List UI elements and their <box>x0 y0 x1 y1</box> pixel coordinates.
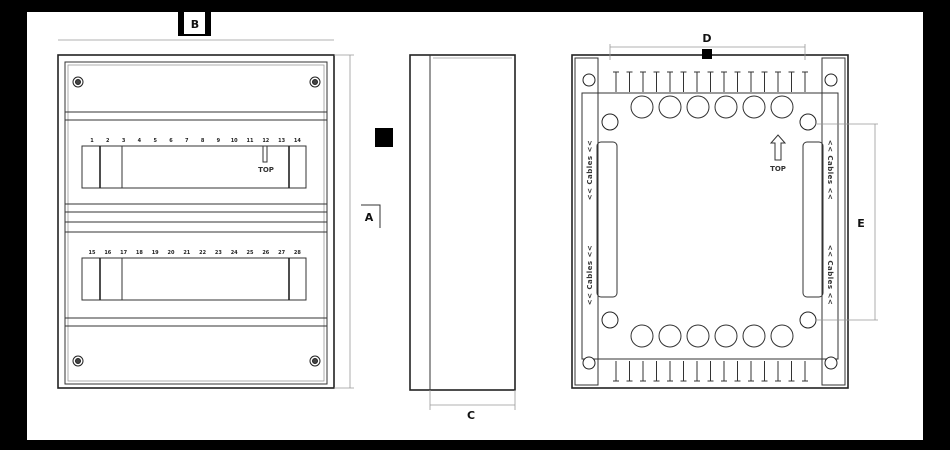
comb-tooth-top <box>802 71 808 92</box>
comb-tooth-top <box>653 71 660 92</box>
comb-tooth-top <box>748 71 754 92</box>
comb-tooth-top <box>721 71 727 92</box>
front-top-label: TOP <box>258 166 274 174</box>
comb-tooth-top <box>667 71 673 92</box>
knockout-bottom <box>714 324 738 348</box>
bottom-row-numbers: 15 16 17 18 19 20 21 22 23 24 25 26 27 28 <box>89 250 302 256</box>
knockout-bottom <box>770 324 794 348</box>
module-number: 27 <box>278 250 285 256</box>
comb-tooth-bottom <box>667 361 673 382</box>
top-arrow-icon <box>262 145 268 163</box>
comb-tooth-bottom <box>788 361 795 382</box>
module-number: 20 <box>168 250 175 256</box>
module-number: 4 <box>138 138 142 144</box>
knockout-bottom <box>686 324 710 348</box>
module-number: 9 <box>217 138 221 144</box>
comb-tooth-top <box>761 71 768 92</box>
comb-tooth-top <box>680 71 687 92</box>
knockout-top <box>630 95 654 119</box>
comb-tooth-bottom <box>707 361 714 382</box>
dimension-c-label: C <box>467 409 475 422</box>
comb-tooth-top <box>613 71 619 92</box>
module-number: 24 <box>231 250 238 256</box>
knockout-bottom <box>630 324 654 348</box>
knockout-bottom <box>658 324 682 348</box>
dimension-b-label: B <box>191 18 199 31</box>
knockout-top <box>742 95 766 119</box>
module-number: 22 <box>199 250 206 256</box>
comb-tooth-bottom <box>802 361 808 382</box>
module-number: 23 <box>215 250 222 256</box>
comb-tooth-top <box>640 71 646 92</box>
comb-tooth-bottom <box>640 361 646 382</box>
knockout-top <box>770 95 794 119</box>
module-number: 25 <box>247 250 254 256</box>
module-number: 11 <box>247 138 254 144</box>
cable-comb <box>613 71 808 382</box>
comb-tooth-bottom <box>680 361 687 382</box>
module-number: 6 <box>169 138 173 144</box>
dimension-e-label: E <box>857 217 865 230</box>
module-number: 15 <box>89 250 96 256</box>
knockout-top <box>714 95 738 119</box>
module-number: 21 <box>183 250 190 256</box>
comb-tooth-top <box>734 71 741 92</box>
comb-tooth-top <box>707 71 714 92</box>
knockout-bottom <box>742 324 766 348</box>
comb-tooth-bottom <box>775 361 781 382</box>
corner-screw-icons <box>582 73 838 370</box>
cables-label-right-bottom: << Cables << <box>826 245 834 306</box>
cables-label-left-top: << Cables << <box>586 140 594 201</box>
module-number: 3 <box>122 138 126 144</box>
comb-tooth-bottom <box>748 361 754 382</box>
dimension-d-label: D <box>702 32 711 45</box>
dimension-a-label: A <box>365 211 374 224</box>
comb-tooth-bottom <box>721 361 727 382</box>
comb-tooth-bottom <box>734 361 741 382</box>
module-window-bottom <box>81 257 307 301</box>
paper <box>27 12 923 440</box>
comb-tooth-top <box>694 71 700 92</box>
module-number: 28 <box>294 250 301 256</box>
module-number: 12 <box>262 138 269 144</box>
module-number: 1 <box>90 138 94 144</box>
comb-tooth-top <box>775 71 781 92</box>
module-number: 5 <box>153 138 157 144</box>
comb-tooth-bottom <box>653 361 660 382</box>
comb-tooth-top <box>788 71 795 92</box>
module-number: 8 <box>201 138 205 144</box>
module-number: 26 <box>262 250 269 256</box>
black-marker <box>375 128 393 147</box>
module-window-top <box>81 145 307 189</box>
screw-icons <box>72 76 321 367</box>
module-number: 10 <box>231 138 238 144</box>
module-number: 13 <box>278 138 285 144</box>
module-number: 17 <box>120 250 127 256</box>
module-number: 2 <box>106 138 110 144</box>
module-number: 19 <box>152 250 159 256</box>
back-top-label: TOP <box>770 165 786 173</box>
module-number: 16 <box>104 250 111 256</box>
cables-label-left-bottom: << Cables << <box>586 245 594 306</box>
module-number: 18 <box>136 250 143 256</box>
knockout-circles <box>630 95 794 348</box>
comb-tooth-bottom <box>613 361 619 382</box>
comb-tooth-bottom <box>626 361 633 382</box>
side-view: C <box>409 54 516 422</box>
top-arrow-icon <box>769 134 787 161</box>
knockout-top <box>686 95 710 119</box>
cables-label-right-top: << Cables << <box>826 140 834 201</box>
knockout-top <box>658 95 682 119</box>
cable-slots <box>596 141 824 298</box>
comb-tooth-bottom <box>761 361 768 382</box>
module-number: 7 <box>185 138 189 144</box>
comb-tooth-bottom <box>694 361 700 382</box>
comb-tooth-top <box>626 71 633 92</box>
back-view: TOP << Cables << << Cables << << Cables … <box>571 32 878 389</box>
module-number: 14 <box>294 138 301 144</box>
